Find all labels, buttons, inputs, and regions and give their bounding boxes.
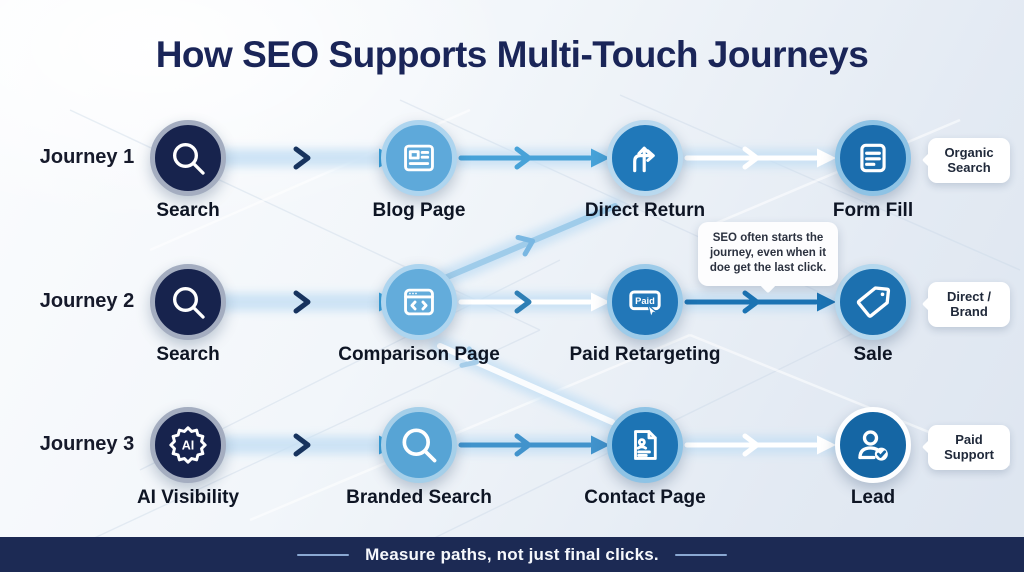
- step-label-j1-search: Search: [156, 200, 220, 221]
- paid-retargeting-icon: Paid: [625, 282, 665, 322]
- step-label-j3-branded-search: Branded Search: [346, 487, 492, 508]
- comparison-page-icon: [400, 283, 438, 321]
- footer-banner: Measure paths, not just final clicks.: [0, 537, 1024, 572]
- node-j3-lead: [835, 407, 911, 483]
- diagonal-connectors: [437, 203, 618, 425]
- sale-tag-icon: [853, 282, 893, 322]
- contact-page-icon: [626, 426, 664, 464]
- journey2-arrows: [225, 293, 836, 312]
- blog-page-icon: [400, 139, 438, 177]
- step-label-j3-contact-page: Contact Page: [584, 487, 706, 508]
- branded-search-icon: [397, 423, 441, 467]
- node-j1-form-fill: [835, 120, 911, 196]
- form-fill-icon: [854, 139, 892, 177]
- page-title: How SEO Supports Multi-Touch Journeys: [155, 34, 869, 75]
- journey3-arrows: [225, 436, 836, 455]
- badge-paid-support: Paid Support: [928, 425, 1010, 470]
- ai-visibility-icon: AI: [167, 424, 209, 466]
- node-j1-search: [150, 120, 226, 196]
- step-label-j2-search: Search: [156, 344, 220, 365]
- svg-text:Paid: Paid: [635, 296, 655, 306]
- footer-divider-right: [674, 553, 727, 556]
- journey1-label: Journey 1: [39, 146, 135, 168]
- node-j1-blog-page: [381, 120, 457, 196]
- step-label-j2-comparison-page: Comparison Page: [338, 344, 500, 365]
- node-j2-paid-retargeting: Paid: [607, 264, 683, 340]
- node-j2-sale: [835, 264, 911, 340]
- node-j3-branded-search: [381, 407, 457, 483]
- search-icon: [168, 282, 208, 322]
- step-label-j1-direct-return: Direct Return: [584, 200, 706, 221]
- step-label-j3-ai-visibility: AI Visibility: [136, 487, 240, 508]
- journey1-arrows: [225, 149, 836, 168]
- journey3-label: Journey 3: [39, 433, 135, 455]
- tooltip-callout: SEO often starts the journey, even when …: [698, 222, 838, 286]
- node-j2-search: [150, 264, 226, 340]
- search-icon: [168, 138, 208, 178]
- footer-text: Measure paths, not just final clicks.: [365, 544, 659, 564]
- step-label-j3-lead: Lead: [850, 487, 896, 508]
- journey2-label: Journey 2: [39, 290, 135, 312]
- node-j1-direct-return: [607, 120, 683, 196]
- node-j2-comparison-page: [381, 264, 457, 340]
- direct-return-icon: [626, 139, 664, 177]
- svg-text:AI: AI: [182, 439, 195, 453]
- badge-organic-search: Organic Search: [928, 138, 1010, 183]
- step-label-j1-blog-page: Blog Page: [372, 200, 466, 221]
- node-j3-ai-visibility: AI: [150, 407, 226, 483]
- step-label-j2-paid-retargeting: Paid Retargeting: [569, 344, 721, 365]
- lead-icon: [853, 425, 893, 465]
- step-label-j2-sale: Sale: [853, 344, 893, 365]
- footer-divider-left: [297, 553, 350, 556]
- step-label-j1-form-fill: Form Fill: [832, 200, 914, 221]
- node-j3-contact-page: [607, 407, 683, 483]
- badge-direct-brand: Direct / Brand: [928, 282, 1010, 327]
